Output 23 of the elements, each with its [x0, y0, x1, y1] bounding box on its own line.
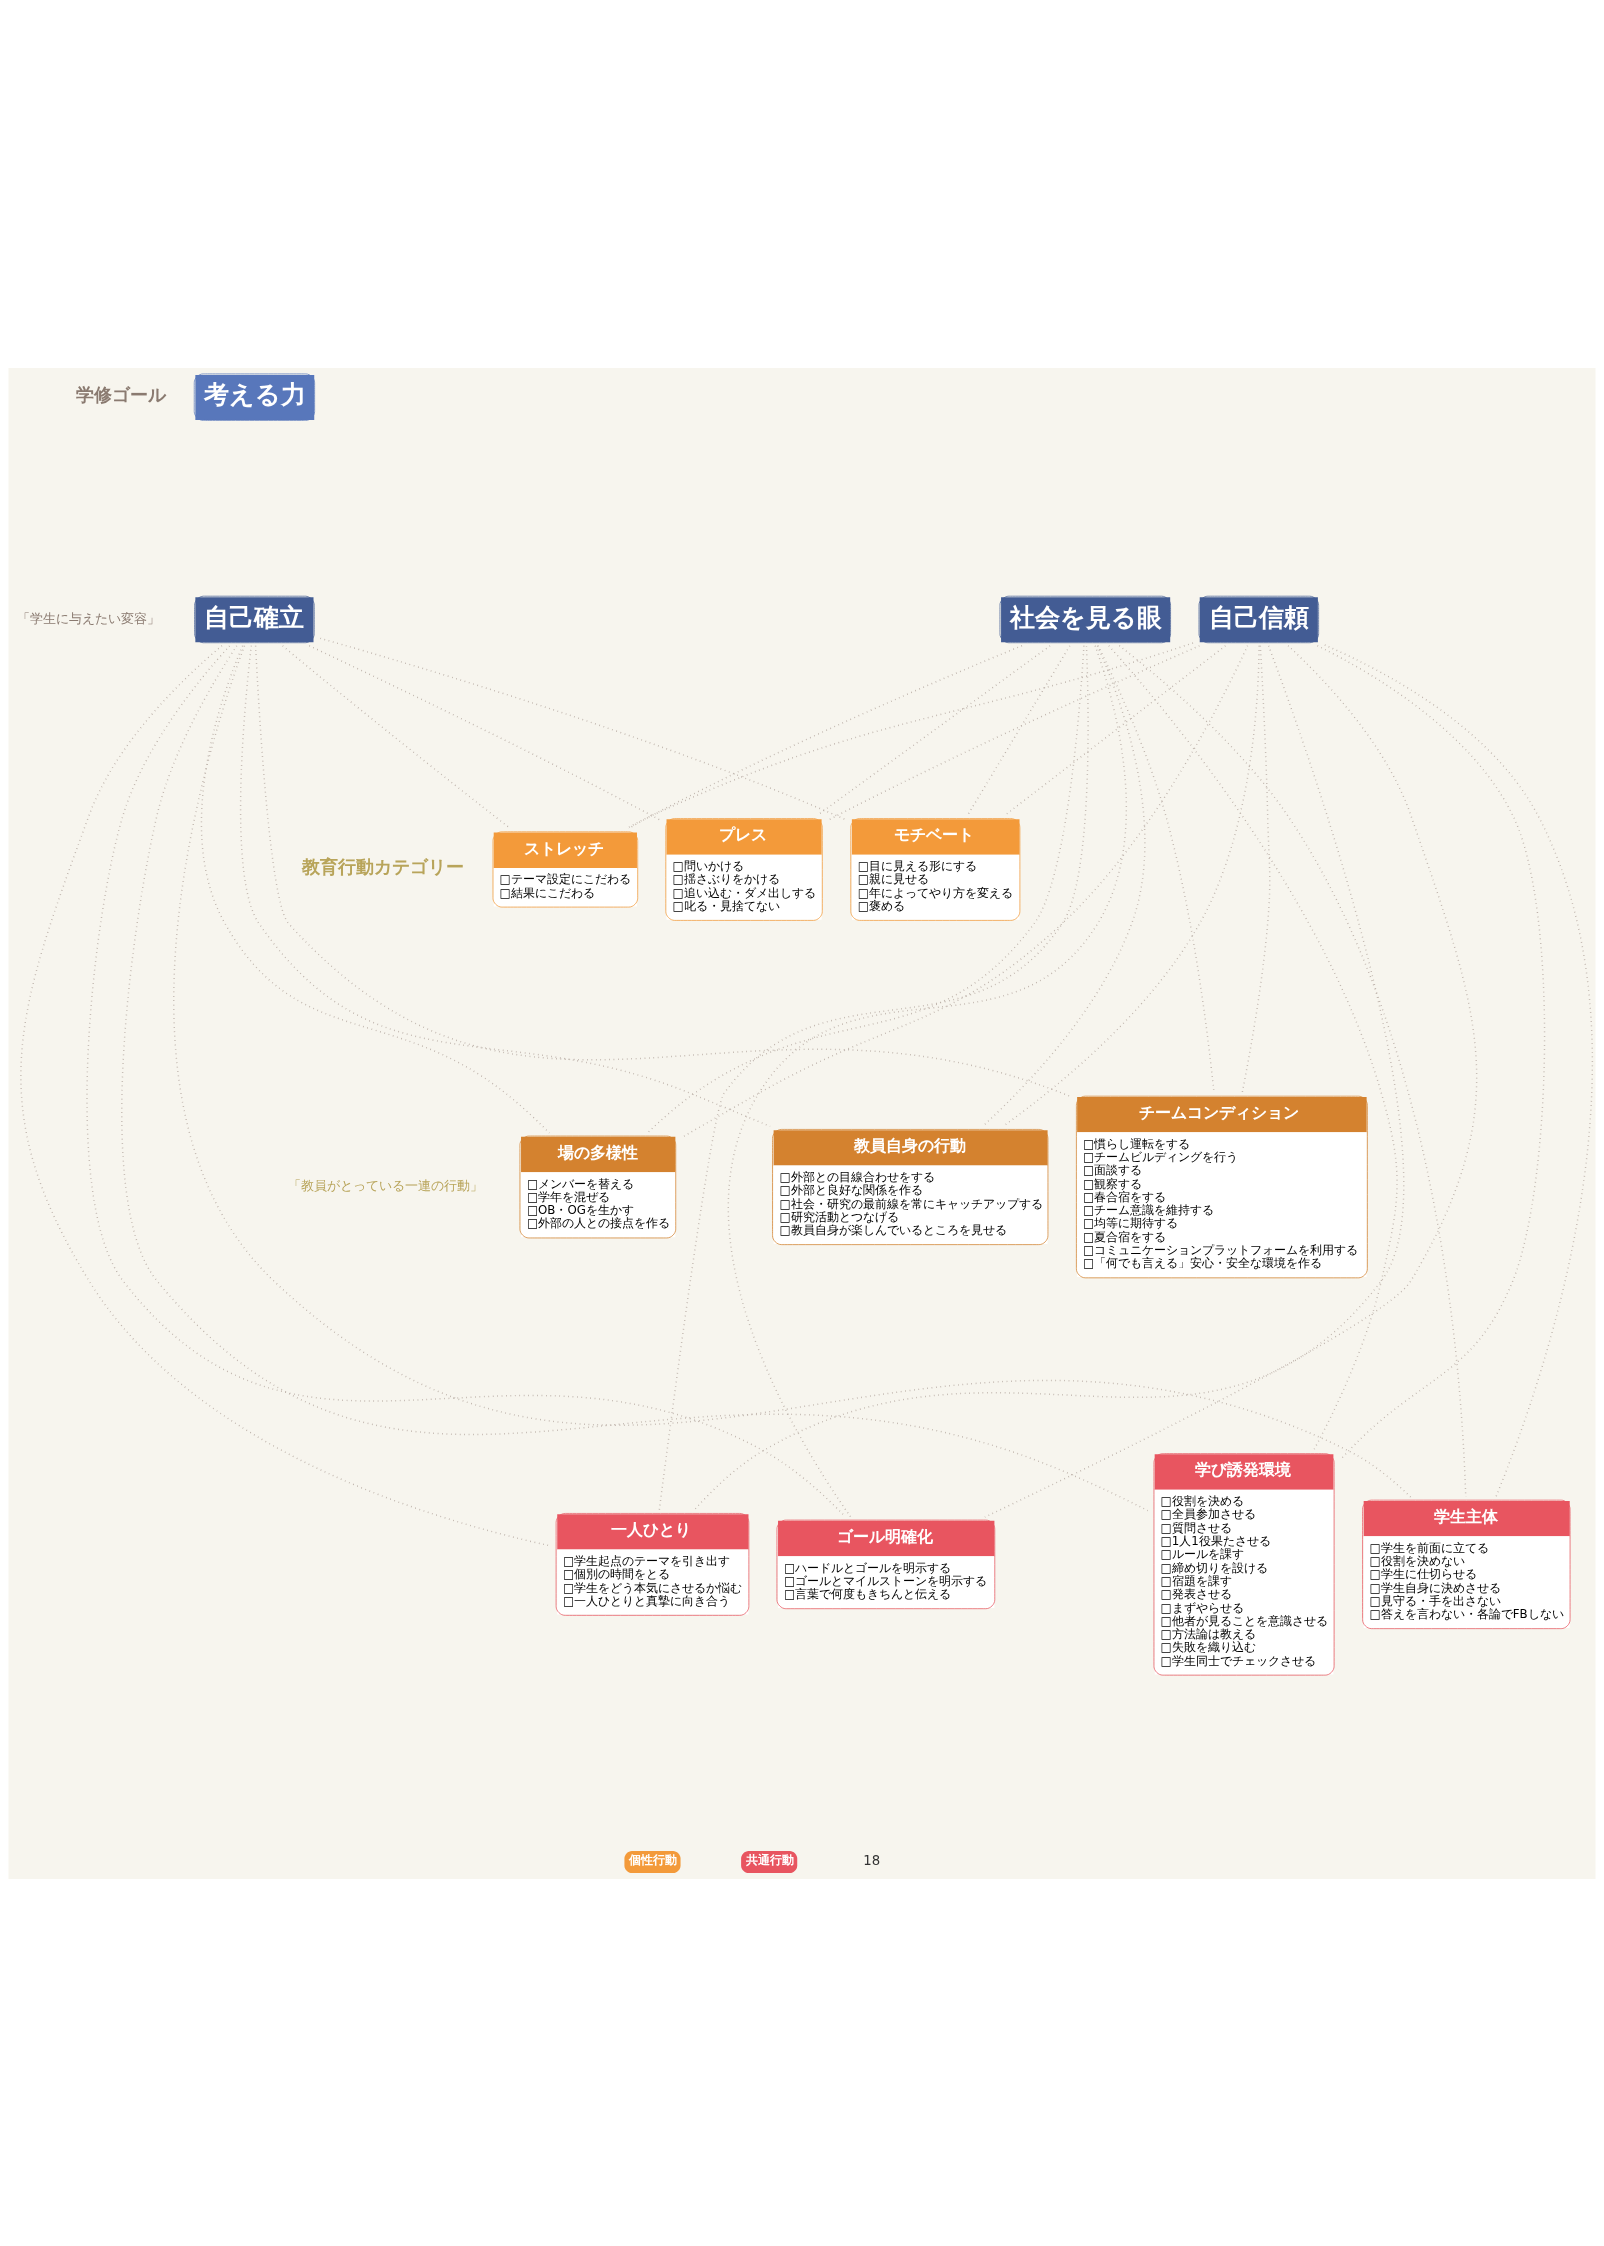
connector — [693, 644, 1404, 1511]
connector — [827, 644, 1201, 821]
connector — [121, 644, 1149, 1511]
connector — [254, 644, 1072, 1097]
legend-label: 共通行動 — [745, 1852, 794, 1867]
label: 教育行動カテゴリー — [302, 856, 465, 877]
label: 18 — [863, 1852, 881, 1868]
connector — [646, 644, 1085, 1134]
connector — [1108, 644, 1398, 1451]
label: 学修ゴール — [75, 384, 166, 405]
connector — [308, 644, 661, 821]
connector — [658, 644, 1089, 1511]
connector — [173, 644, 1412, 1498]
connector — [200, 644, 551, 1134]
connector — [1316, 644, 1546, 1461]
connector — [982, 644, 1146, 1127]
connector — [727, 644, 1127, 1518]
legend-label: 個性行動 — [628, 1852, 677, 1867]
label: 「教員がとっている一連の行動」 — [287, 1177, 483, 1193]
connector — [984, 644, 1478, 1518]
connector — [319, 637, 846, 820]
connector — [20, 644, 551, 1546]
label: 「学生に与えたい変容」 — [17, 610, 161, 626]
